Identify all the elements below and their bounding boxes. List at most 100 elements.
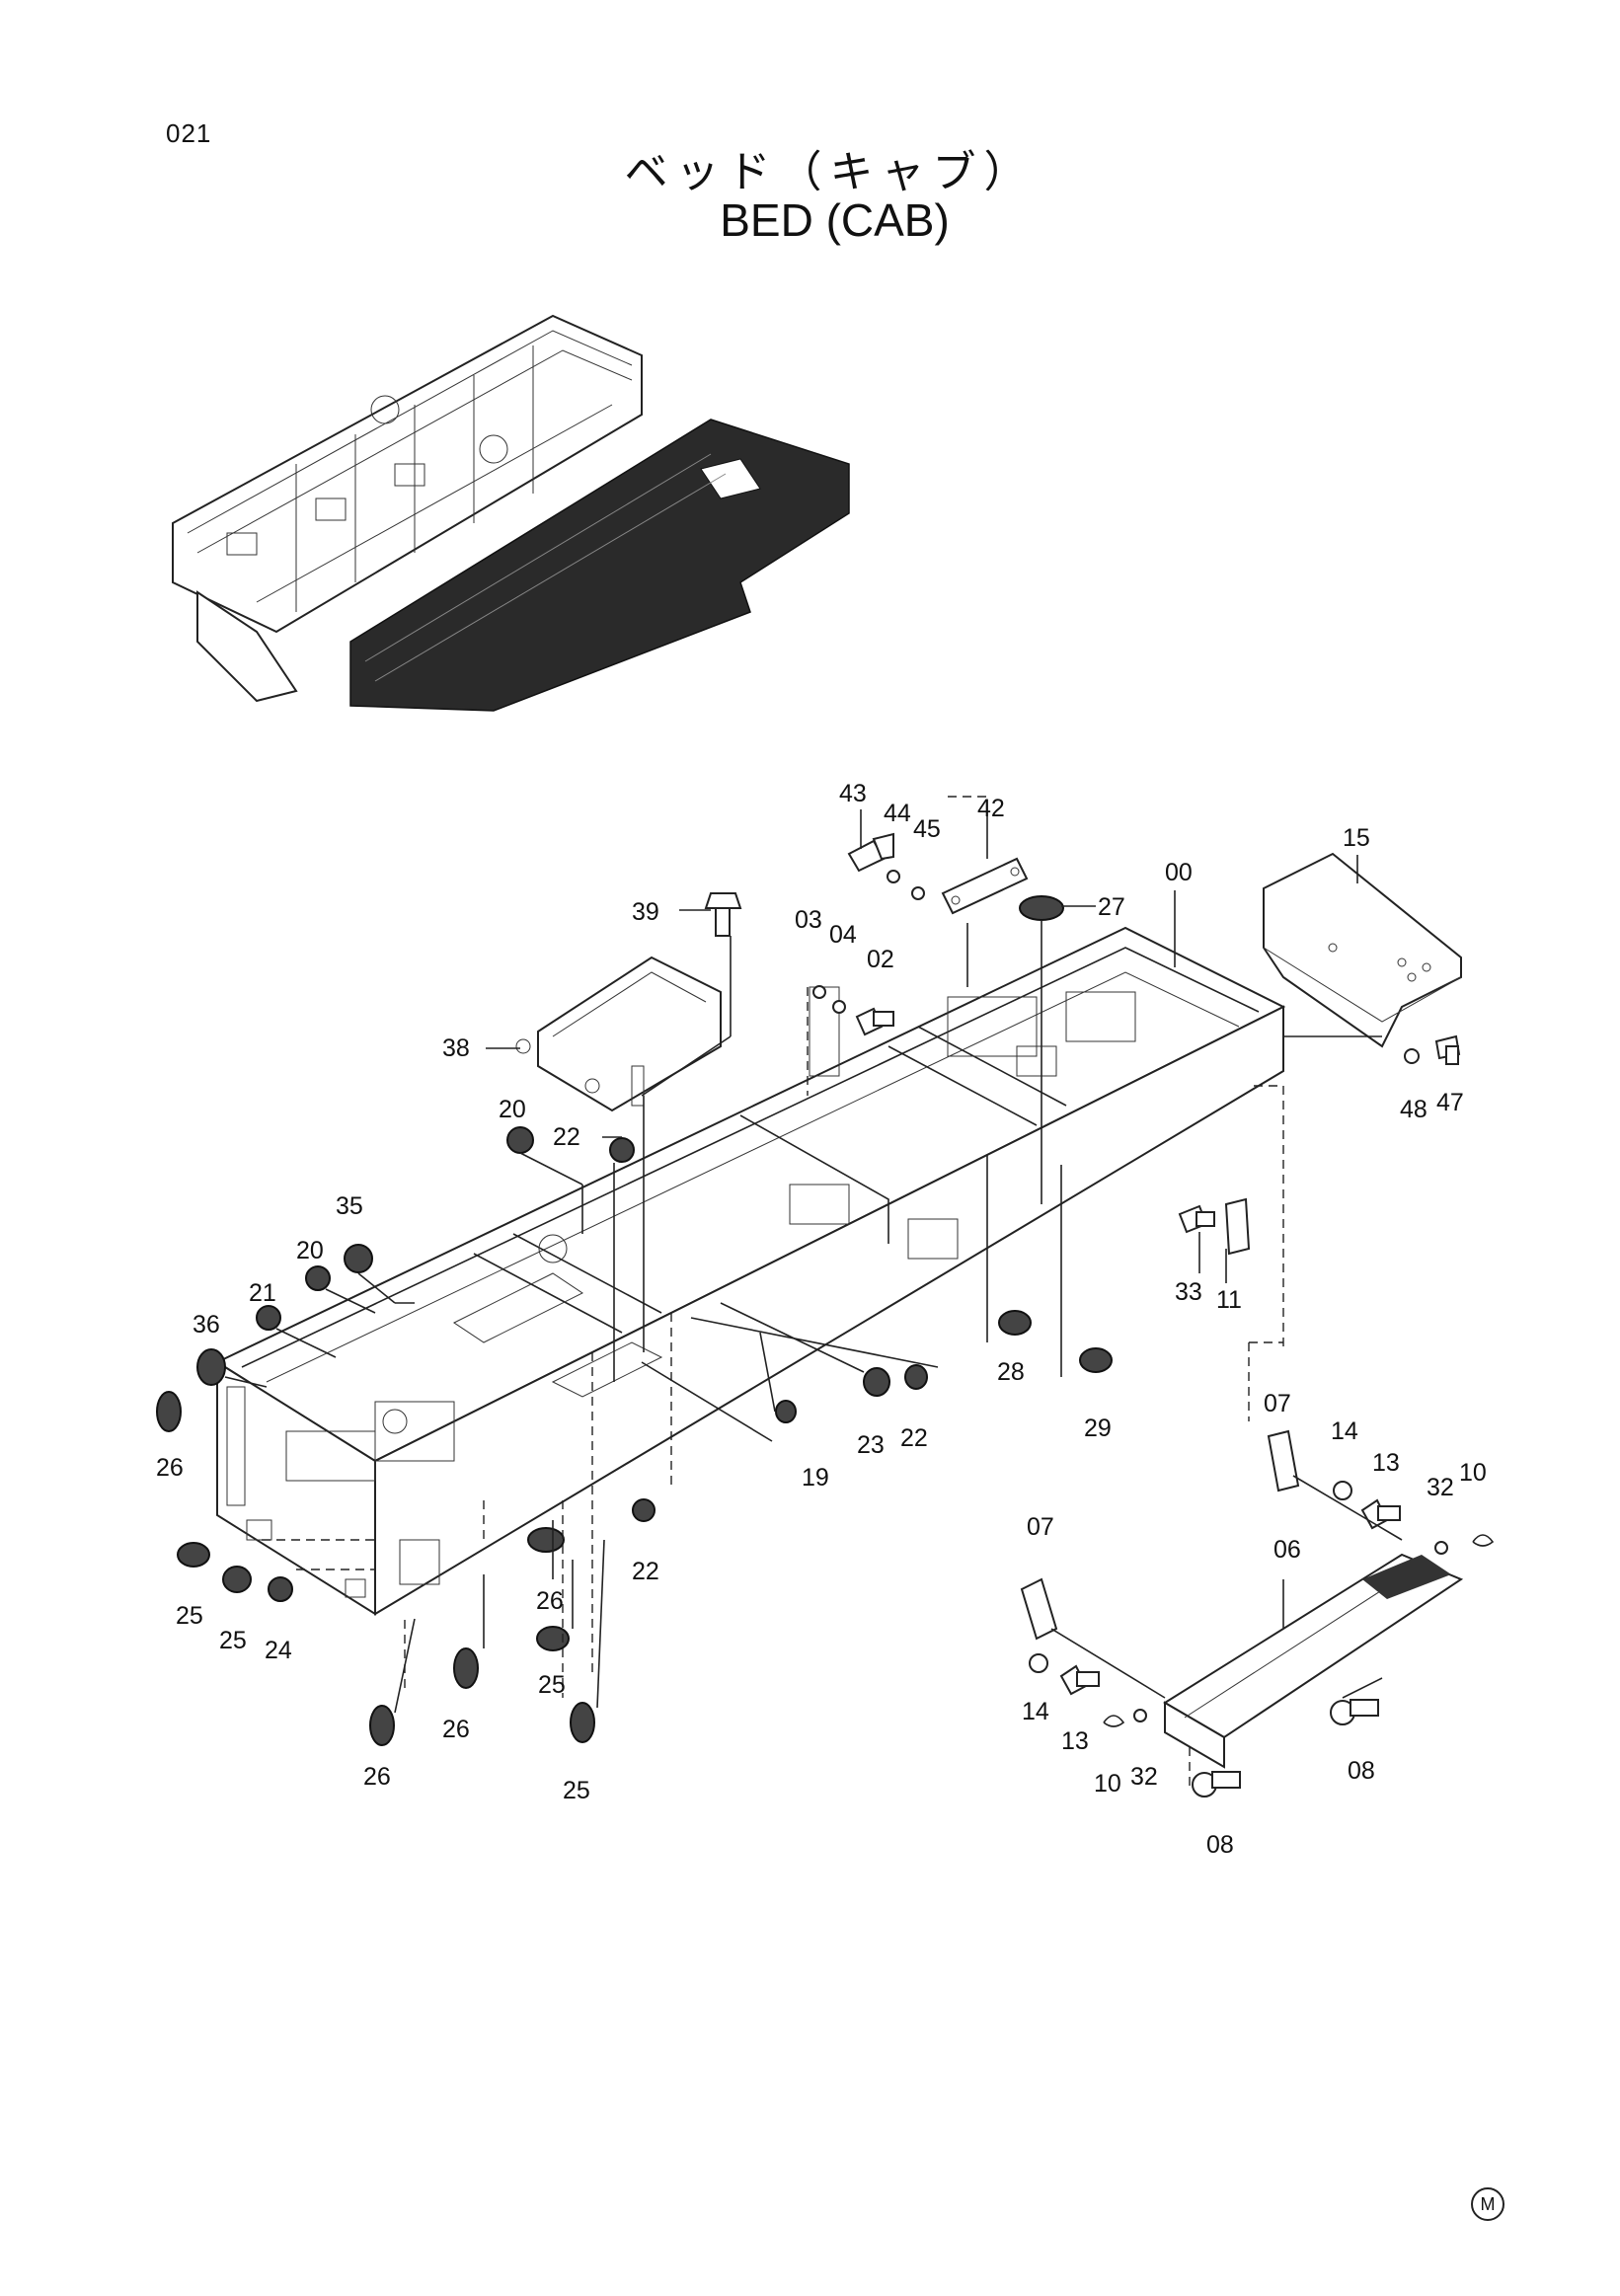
plate-42 [941, 857, 1029, 915]
label-10-left: 10 [1094, 1770, 1121, 1798]
bracket-07-right [1267, 1429, 1300, 1492]
washer-32-left [1133, 1709, 1147, 1722]
bolt-13-right [1360, 1498, 1401, 1530]
grommet-26-mid [527, 1527, 565, 1553]
label-33: 33 [1175, 1278, 1202, 1306]
bracket-38 [515, 956, 722, 1112]
label-25-mid: 25 [538, 1671, 566, 1699]
washer-44 [887, 870, 900, 883]
label-03: 03 [795, 906, 822, 934]
label-00: 00 [1165, 859, 1193, 886]
label-14-right: 14 [1331, 1417, 1358, 1445]
label-19: 19 [802, 1464, 829, 1492]
label-02: 02 [867, 946, 894, 973]
grommet-26-d [369, 1705, 395, 1746]
manufacturer-mark: M [1471, 2187, 1504, 2221]
wing-bolt-43 [847, 832, 894, 873]
plug-35 [344, 1244, 373, 1273]
bolt-08-bottom [1192, 1771, 1241, 1798]
washer-45 [911, 886, 925, 900]
label-26-left: 26 [156, 1454, 184, 1482]
page-number: 021 [166, 118, 212, 148]
label-35: 35 [336, 1192, 363, 1220]
label-26-d: 26 [363, 1763, 391, 1791]
grommet-25-a [177, 1542, 210, 1568]
label-15: 15 [1343, 824, 1370, 852]
bolt-39 [704, 892, 742, 937]
title-japanese: ベッド（キャブ） [624, 147, 1036, 197]
label-28: 28 [997, 1358, 1025, 1386]
grommet-36 [196, 1348, 226, 1386]
grommet-27 [1019, 895, 1064, 921]
label-13-left: 13 [1061, 1727, 1089, 1755]
label-48: 48 [1400, 1096, 1427, 1123]
label-08-right: 08 [1348, 1757, 1375, 1785]
plug-24 [268, 1576, 293, 1602]
grommet-28 [998, 1310, 1032, 1336]
label-21: 21 [249, 1279, 276, 1307]
label-29: 29 [1084, 1415, 1112, 1442]
label-45: 45 [913, 815, 941, 843]
label-22-upper: 22 [553, 1123, 580, 1151]
label-47: 47 [1436, 1089, 1464, 1116]
label-32-right: 32 [1427, 1474, 1454, 1501]
nut-14-right [1333, 1481, 1352, 1500]
washer-04 [832, 1000, 846, 1014]
washer-03 [812, 985, 826, 999]
plug-21 [256, 1305, 281, 1331]
label-22-lower: 22 [632, 1558, 659, 1585]
part-number-labels: 43 44 45 42 00 15 39 03 04 02 27 38 48 4… [156, 780, 1487, 1859]
bed-frame [214, 926, 1286, 1616]
label-22-right: 22 [900, 1424, 928, 1452]
washer-32-right [1434, 1541, 1448, 1555]
bolt-08-right [1330, 1699, 1379, 1725]
label-14-left: 14 [1022, 1698, 1049, 1725]
bracket-11 [1224, 1197, 1251, 1256]
label-10-right: 10 [1459, 1459, 1487, 1487]
pin-10-right [1472, 1534, 1495, 1547]
label-08-bottom: 08 [1206, 1831, 1234, 1859]
nut-14-left [1029, 1653, 1048, 1673]
title-english: BED (CAB) [720, 194, 950, 246]
label-44: 44 [884, 800, 911, 827]
grommet-25-mid [536, 1626, 570, 1651]
plug-19 [775, 1400, 797, 1423]
plug-22-lower [632, 1498, 656, 1522]
label-25-b: 25 [219, 1627, 247, 1654]
cover-15 [1263, 852, 1462, 1048]
pin-10-left [1103, 1715, 1125, 1727]
label-06: 06 [1273, 1536, 1301, 1564]
label-26-mid: 26 [536, 1587, 564, 1615]
bolt-02 [855, 1007, 894, 1036]
step-06 [1163, 1553, 1464, 1769]
bolt-33 [1178, 1204, 1215, 1234]
label-42: 42 [977, 795, 1005, 822]
label-26-c: 26 [442, 1716, 470, 1743]
label-24: 24 [265, 1637, 292, 1664]
label-25-low: 25 [563, 1777, 590, 1804]
grommet-29 [1079, 1347, 1113, 1373]
label-07-right: 07 [1264, 1390, 1291, 1417]
label-07-left: 07 [1027, 1513, 1054, 1541]
label-36: 36 [193, 1311, 220, 1339]
label-32-left: 32 [1130, 1763, 1158, 1791]
washer-48 [1404, 1048, 1420, 1064]
overview-thumbnail [172, 314, 850, 712]
bolt-47 [1434, 1034, 1461, 1065]
grommet-26-left [156, 1391, 182, 1432]
plug-20 [305, 1265, 331, 1291]
label-27: 27 [1098, 893, 1125, 921]
label-39: 39 [632, 898, 659, 926]
label-11: 11 [1216, 1286, 1242, 1314]
label-04: 04 [829, 921, 857, 949]
grommet-25-b [222, 1566, 252, 1593]
label-20-upper: 20 [499, 1096, 526, 1123]
label-23: 23 [857, 1431, 885, 1459]
label-43: 43 [839, 780, 867, 807]
bolt-13-left [1059, 1664, 1100, 1696]
label-38: 38 [442, 1034, 470, 1062]
bracket-07-left [1020, 1577, 1058, 1641]
grommet-26-c [453, 1647, 479, 1689]
plug-22-right [904, 1364, 928, 1390]
